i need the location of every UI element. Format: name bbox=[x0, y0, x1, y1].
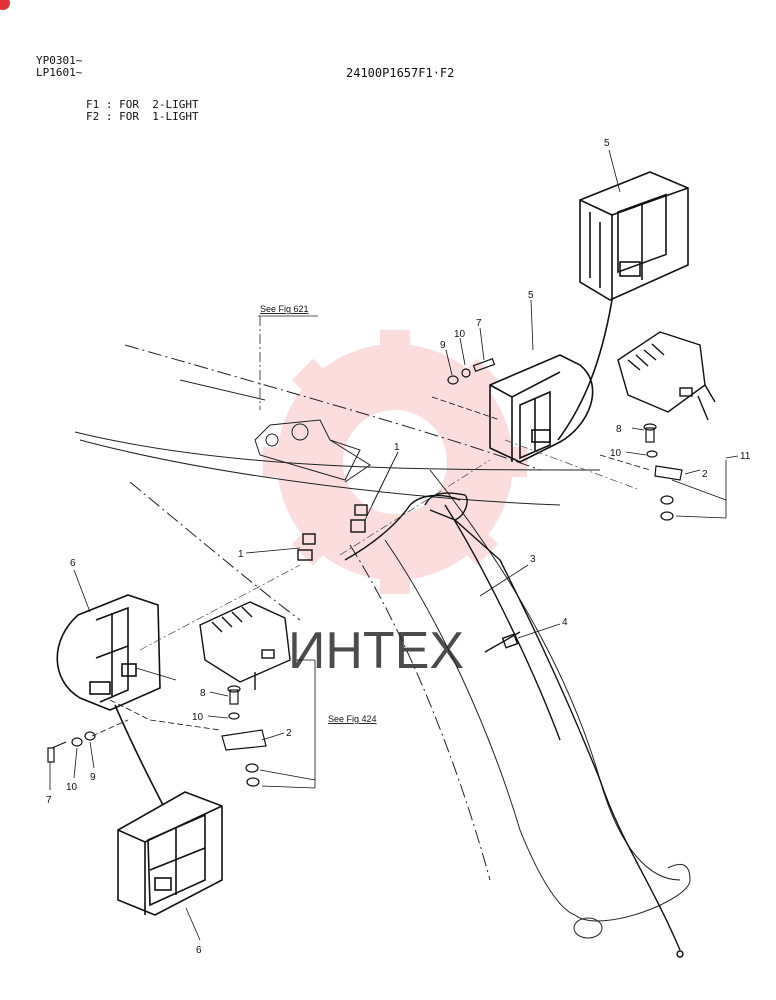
lamp-guard-left-upper bbox=[56, 594, 177, 711]
callout-leaders bbox=[49, 149, 739, 941]
callout-2-right: 2 bbox=[702, 469, 708, 480]
watermark-text: ИНТЕХ bbox=[288, 622, 464, 680]
callout-8-left: 8 bbox=[200, 688, 206, 699]
harness-clip bbox=[484, 631, 521, 653]
callout-3: 3 bbox=[530, 554, 536, 565]
bracket-assembly-right bbox=[599, 423, 727, 521]
callout-10-top: 10 bbox=[454, 329, 466, 340]
callout-6-upper: 6 bbox=[70, 558, 76, 569]
legend-f1: F1 : FOR 2-LIGHT bbox=[86, 98, 199, 111]
fig-424-reference: See Fig 424 bbox=[328, 714, 377, 724]
lamp-guard-left-lower bbox=[117, 791, 223, 916]
fasteners-bottom-left bbox=[47, 699, 221, 763]
callout-5-middle: 5 bbox=[528, 290, 534, 301]
callout-7-top: 7 bbox=[476, 318, 482, 329]
bracket-assembly-left bbox=[221, 659, 316, 789]
callout-4: 4 bbox=[562, 617, 568, 628]
legend-f2: F2 : FOR 1-LIGHT bbox=[86, 110, 199, 123]
work-lamp-left bbox=[199, 601, 291, 690]
drawing-code: 24100P1657F1·F2 bbox=[346, 66, 455, 80]
harness-cable-left bbox=[114, 704, 164, 806]
callout-6-lower: 6 bbox=[196, 945, 202, 956]
callout-10-right: 10 bbox=[610, 448, 622, 459]
lamp-guard-middle bbox=[489, 354, 594, 463]
callout-10-left: 10 bbox=[192, 712, 204, 723]
fig-621-reference: See Fig 621 bbox=[260, 304, 309, 314]
callout-8-right: 8 bbox=[616, 424, 622, 435]
lamp-guard-upper bbox=[579, 171, 689, 301]
callout-1-upper: 1 bbox=[394, 442, 400, 453]
serial-range-2: LP1601~ bbox=[36, 66, 83, 79]
callout-5-upper: 5 bbox=[604, 138, 610, 149]
wiring-harness bbox=[297, 492, 684, 958]
harness-cable-right bbox=[557, 299, 613, 441]
serial-range-1: YP0301~ bbox=[36, 54, 83, 67]
callout-7-left: 7 bbox=[46, 795, 52, 806]
boom-arm bbox=[74, 344, 691, 939]
callout-10-bottom: 10 bbox=[66, 782, 78, 793]
callout-2-left: 2 bbox=[286, 728, 292, 739]
watermark-logo bbox=[263, 330, 527, 594]
callout-9-top: 9 bbox=[440, 340, 446, 351]
fig-621-leader bbox=[258, 315, 318, 410]
callout-11: 11 bbox=[740, 451, 751, 462]
callout-9-left: 9 bbox=[90, 772, 96, 783]
fasteners-top bbox=[431, 357, 501, 421]
corner-marker bbox=[0, 0, 10, 10]
mounting-bracket bbox=[254, 419, 371, 483]
callout-1-lower: 1 bbox=[238, 549, 244, 560]
assembly-guides bbox=[139, 439, 641, 651]
work-lamp-right bbox=[617, 331, 716, 421]
